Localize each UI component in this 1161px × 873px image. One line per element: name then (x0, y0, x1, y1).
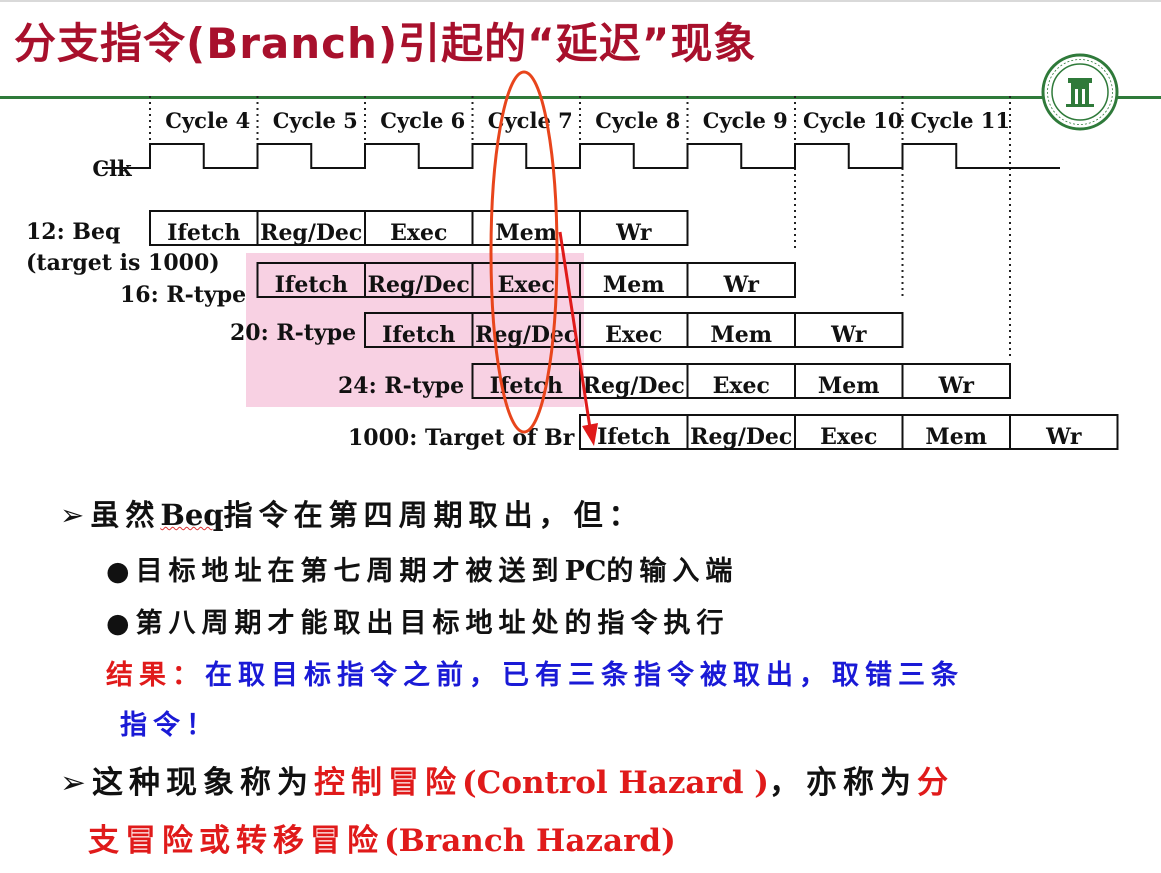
stage-box (579, 210, 689, 246)
bullet-text: 的输入端 (606, 556, 739, 587)
wrong-path-highlight (246, 253, 584, 407)
instruction-label: 1000: Target of Br (348, 425, 575, 451)
bullet-eighth-cycle: ●第八周期才能取出目标地址处的指令执行 (106, 601, 730, 640)
stage-box (901, 363, 1011, 399)
stage-label: Exec (498, 272, 555, 298)
bullet-result: 结果：在取目标指令之前，已有三条指令被取出，取错三条 (106, 653, 964, 692)
cycle-label: Cycle 6 (380, 108, 465, 133)
term-control-hazard-cn: 控制冒险 (313, 765, 462, 801)
stage-label: Wr (938, 373, 975, 399)
bullet-text: 虽然 (90, 498, 161, 532)
stage-label: Reg/Dec (475, 322, 577, 348)
bullet-marker: ➢ (60, 765, 92, 801)
stage-label: Mem (818, 373, 880, 399)
bullet-result-cont: 指令！ (120, 703, 219, 742)
stage-label: Exec (390, 220, 447, 246)
result-text: 在取目标指令之前，已有三条指令被取出，取错三条 (205, 660, 964, 691)
stage-label: Wr (830, 322, 867, 348)
stage-label: Ifetch (275, 272, 348, 298)
cycle-label: Cycle 8 (595, 108, 680, 133)
branch-arrow-head (582, 423, 598, 446)
stage-label: Exec (713, 373, 770, 399)
result-label: 结果： (106, 660, 205, 691)
result-text-cont: 指令！ (120, 710, 219, 741)
term-branch-hazard-en: (Branch Hazard) (384, 823, 676, 859)
stage-label: Mem (925, 424, 987, 450)
university-seal-icon (1041, 53, 1119, 131)
bullet-marker: ➢ (60, 498, 91, 532)
stage-label: Reg/Dec (260, 220, 362, 246)
cycle-label: Cycle 11 (910, 108, 1010, 133)
instruction-label: 24: R-type (338, 373, 464, 399)
cycle-label: Cycle 5 (273, 108, 358, 133)
slide-top-border (0, 0, 1161, 2)
bullet-target-address: ●目标地址在第七周期才被送到PC的输入端 (106, 549, 738, 588)
stage-label: Wr (1045, 424, 1082, 450)
stage-label: Wr (615, 220, 652, 246)
stage-label: Wr (723, 272, 760, 298)
stage-label: Mem (495, 220, 557, 246)
stage-label: Reg/Dec (368, 272, 470, 298)
bullet-text: 指令在第四周期取出，但： (223, 498, 644, 532)
stage-box (686, 262, 796, 298)
bullet-text: ，亦称为 (768, 765, 917, 801)
cycle-label: Cycle 10 (803, 108, 903, 133)
cycle-label: Cycle 4 (165, 108, 250, 133)
term-branch-hazard-cn: 支冒险或转移冒险 (88, 823, 384, 859)
bullet-branch-hazard: 支冒险或转移冒险(Branch Hazard) (88, 815, 676, 860)
instruction-label: 16: R-type (120, 282, 246, 308)
stage-label: Ifetch (597, 424, 670, 450)
instruction-sublabel: (target is 1000) (26, 250, 220, 276)
bullet-beq-fetch: ➢虽然Beq指令在第四周期取出，但： (60, 492, 644, 534)
stage-label: Reg/Dec (690, 424, 792, 450)
stage-label: Mem (603, 272, 665, 298)
instruction-label: 12: Beq (26, 219, 120, 245)
instruction-label: 20: R-type (230, 320, 356, 346)
bullet-dot: ● (106, 556, 136, 587)
highlight-ellipse (489, 70, 559, 434)
stage-label: Ifetch (167, 220, 240, 246)
bullet-term-beq: Beq (160, 498, 224, 532)
cycle-label: Cycle 9 (703, 108, 788, 133)
stage-label: Ifetch (382, 322, 455, 348)
stage-label: Exec (820, 424, 877, 450)
term-control-hazard-en: (Control Hazard ) (461, 765, 769, 801)
bullet-dot: ● (106, 608, 136, 639)
stage-label: Mem (710, 322, 772, 348)
term-branch-start: 分 (916, 765, 954, 801)
bullet-text: 第八周期才能取出目标地址处的指令执行 (135, 608, 730, 639)
branch-arrow (558, 231, 592, 429)
bullet-text: 目标地址在第七周期才被送到 (135, 556, 565, 587)
stage-label: Exec (605, 322, 662, 348)
stage-box (794, 312, 904, 348)
stage-box (1009, 414, 1119, 450)
slide-title: 分支指令(Branch)引起的“延迟”现象 (14, 19, 757, 68)
bullet-term-pc: PC (564, 556, 607, 587)
bullet-text: 这种现象称为 (91, 765, 314, 801)
stage-label: Reg/Dec (583, 373, 685, 399)
clock-waveform (102, 143, 1060, 169)
bullet-control-hazard: ➢这种现象称为控制冒险(Control Hazard )，亦称为分 (60, 757, 954, 802)
